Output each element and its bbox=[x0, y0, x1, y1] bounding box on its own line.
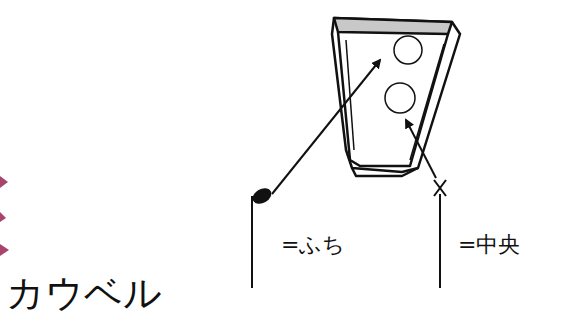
symbol-label: =ふち bbox=[281, 234, 345, 256]
leader-line bbox=[406, 120, 436, 178]
leader-line bbox=[272, 60, 380, 194]
symbol-label: =中央 bbox=[458, 234, 520, 256]
note-symbol bbox=[250, 185, 274, 288]
title-label: カウベル bbox=[6, 274, 162, 312]
decoration bbox=[0, 176, 9, 256]
x-note-symbol bbox=[434, 180, 446, 288]
